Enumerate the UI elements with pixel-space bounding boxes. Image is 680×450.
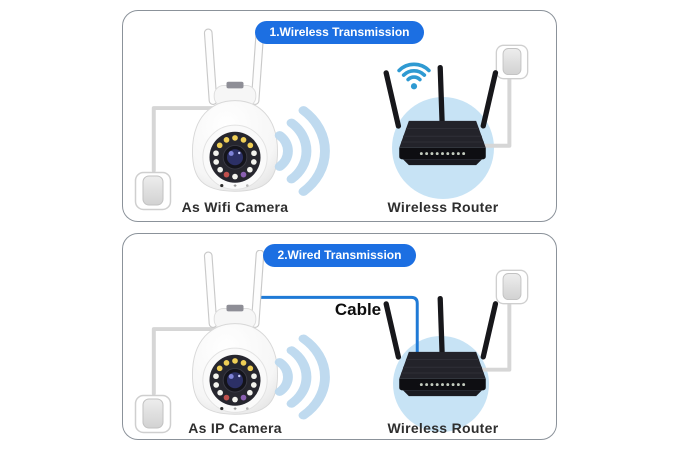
wifi-waves-icon bbox=[274, 95, 332, 207]
power-cord-line bbox=[480, 301, 512, 372]
cable-label: Cable bbox=[334, 300, 382, 319]
security-camera-illustration bbox=[183, 250, 287, 418]
panel-wireless-transmission: 1.Wireless Transmission As Wifi Camera W… bbox=[122, 10, 557, 222]
power-cord-line bbox=[151, 106, 222, 173]
security-camera-illustration bbox=[183, 27, 287, 195]
router-label: Wireless Router bbox=[387, 199, 499, 215]
power-cord-line bbox=[151, 327, 222, 396]
camera-label: As IP Camera bbox=[188, 420, 282, 436]
wifi-waves-icon bbox=[274, 324, 332, 430]
wireless-transmission-badge: 1.Wireless Transmission bbox=[254, 21, 425, 44]
router-label: Wireless Router bbox=[387, 420, 499, 436]
connection-lines bbox=[151, 295, 512, 396]
panel-wired-transmission: 2.Wired Transmission Cable As IP Camera … bbox=[122, 233, 557, 440]
connection-lines bbox=[151, 76, 512, 173]
ethernet-cable-line bbox=[256, 295, 419, 365]
wired-transmission-badge: 2.Wired Transmission bbox=[262, 244, 417, 267]
wireless-router-illustration bbox=[380, 294, 505, 400]
wireless-router-illustration bbox=[380, 63, 505, 169]
camera-label: As Wifi Camera bbox=[181, 199, 289, 215]
power-cord-line bbox=[478, 76, 512, 148]
